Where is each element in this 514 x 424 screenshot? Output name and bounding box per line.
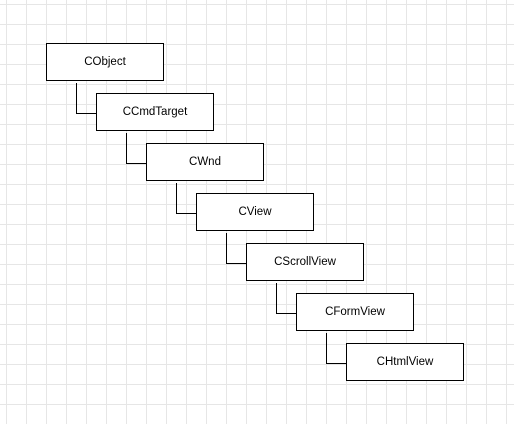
node-cformview[interactable]: CFormView — [296, 293, 414, 331]
connector-ccmdtarget-cwnd — [126, 133, 146, 164]
node-chtmlview[interactable]: CHtmlView — [346, 343, 464, 381]
connector-cobject-ccmdtarget — [76, 83, 96, 114]
node-label-cscrollview: CScrollView — [274, 256, 336, 268]
node-label-ccmdtarget: CCmdTarget — [122, 106, 188, 118]
connector-cview-cscrollview — [226, 233, 246, 264]
node-label-cobject: CObject — [84, 56, 126, 68]
connector-cscrollview-cformview — [276, 283, 296, 314]
node-label-chtmlview: CHtmlView — [376, 356, 434, 368]
connector-cformview-chtmlview — [326, 333, 346, 364]
node-cwnd[interactable]: CWnd — [146, 143, 264, 181]
node-cscrollview[interactable]: CScrollView — [246, 243, 364, 281]
node-cobject[interactable]: CObject — [46, 43, 164, 81]
node-label-cview: CView — [238, 206, 272, 218]
node-cview[interactable]: CView — [196, 193, 314, 231]
connector-cwnd-cview — [176, 183, 196, 214]
node-label-cformview: CFormView — [325, 306, 385, 318]
node-ccmdtarget[interactable]: CCmdTarget — [96, 93, 214, 131]
node-label-cwnd: CWnd — [189, 156, 221, 168]
